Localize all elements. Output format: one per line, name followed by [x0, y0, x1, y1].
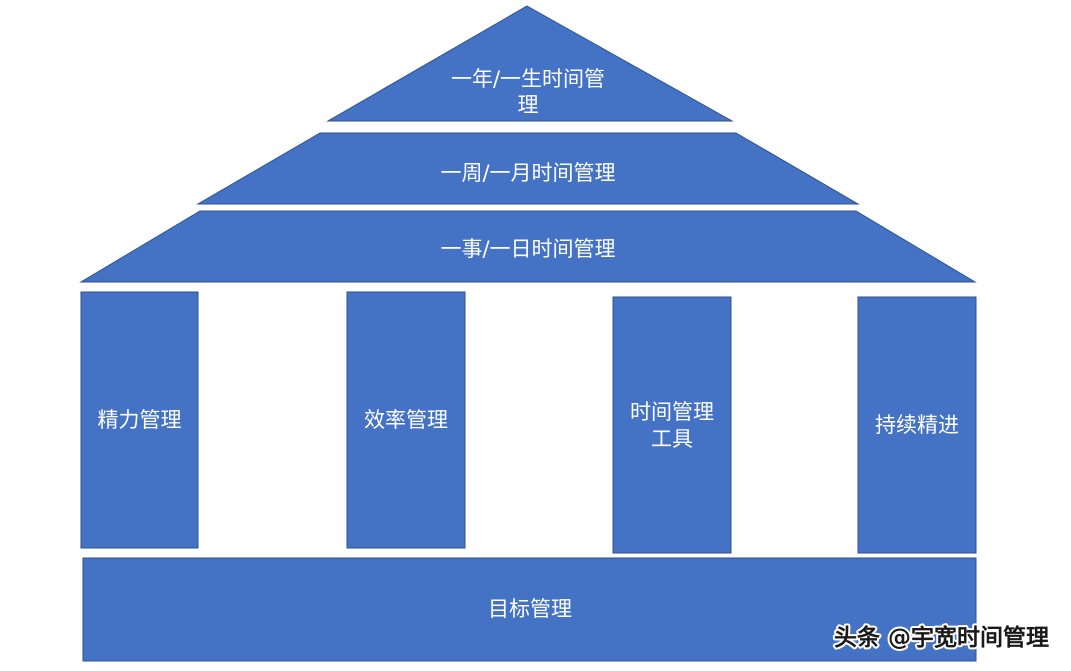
pillar-energy-label: 精力管理: [98, 408, 182, 432]
pillar-tools: [612, 296, 732, 554]
foundation-goal: [82, 557, 977, 662]
pillar-continuous: [857, 296, 977, 554]
pillar-tools-label-line1: 时间管理: [630, 400, 714, 424]
pillar-continuous-label: 持续精进: [875, 413, 959, 437]
pillar-energy: [80, 291, 199, 549]
roof-top-label-line2: 理: [518, 93, 539, 117]
pillar-tools-label-line2: 工具: [651, 427, 693, 451]
pillar-efficiency-label: 效率管理: [364, 408, 448, 432]
roof-bottom-trapezoid: [79, 210, 977, 283]
roof-middle-trapezoid: [196, 132, 860, 205]
roof-middle-label: 一周/一月时间管理: [440, 161, 615, 185]
watermark-text: 头条 @宇宽时间管理: [834, 624, 1049, 651]
watermark-halo: 头条 @宇宽时间管理: [834, 624, 1049, 651]
pillar-efficiency: [346, 291, 466, 549]
roof-top-label-line1: 一年/一生时间管: [451, 67, 605, 91]
roof-top-triangle: [326, 5, 734, 122]
roof-bottom-label: 一事/一日时间管理: [440, 237, 615, 261]
foundation-label: 目标管理: [488, 597, 572, 621]
